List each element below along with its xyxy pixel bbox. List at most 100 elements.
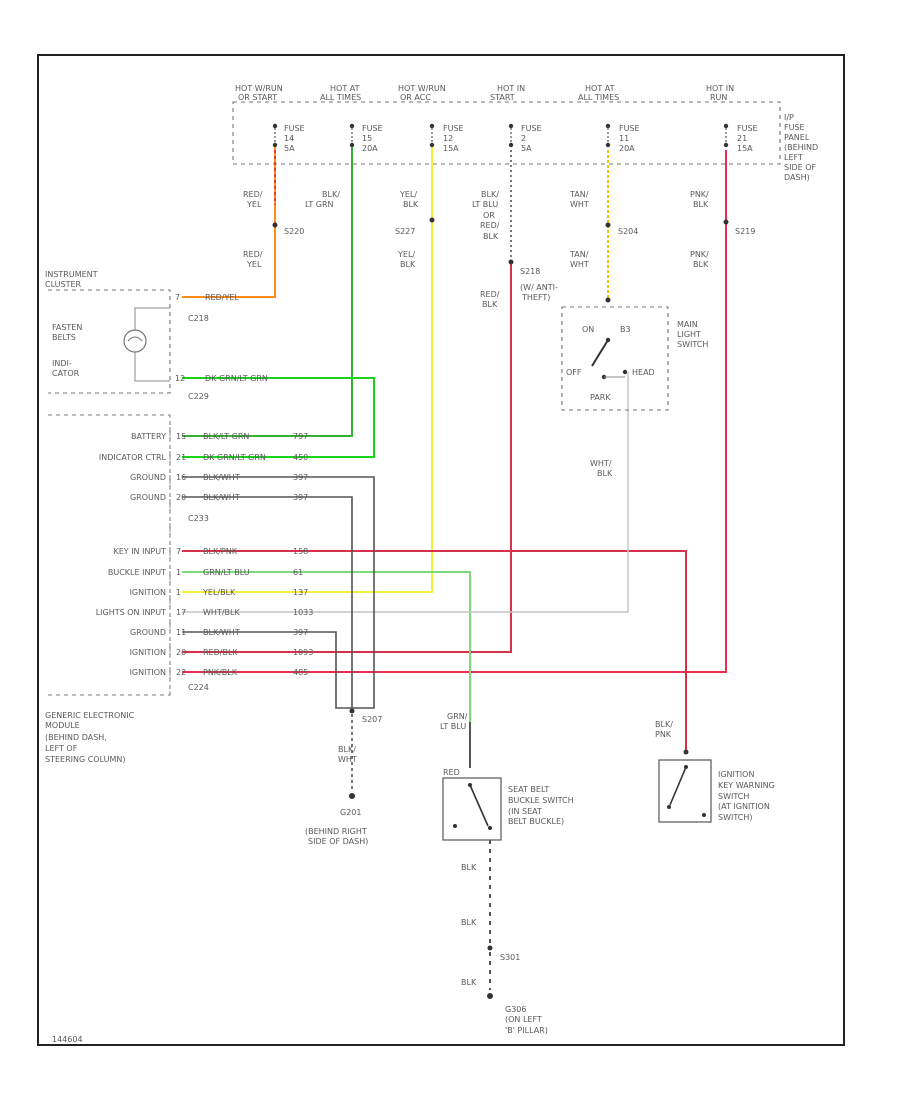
source-label-6a: HOT IN (706, 84, 734, 93)
buckle-switch-blade-icon (469, 784, 489, 827)
source-label-5b: ALL TIMES (578, 93, 619, 102)
wire-pnk-blk (182, 150, 727, 673)
svg-text:IGNITION: IGNITION (718, 770, 754, 779)
svg-text:PARK: PARK (590, 393, 611, 402)
svg-text:B3: B3 (620, 325, 631, 334)
svg-text:BLK/: BLK/ (481, 190, 499, 199)
svg-text:20A: 20A (362, 144, 378, 153)
fuse-panel-note: I/P FUSE PANEL (BEHIND LEFT SIDE OF DASH… (784, 113, 818, 182)
svg-text:WHT: WHT (338, 755, 357, 764)
gem-row-label: GROUND (130, 628, 166, 637)
svg-text:FUSE: FUSE (284, 124, 305, 133)
gem-row-pin: 7 (176, 547, 181, 556)
gem-notes: GENERIC ELECTRONIC MODULE (BEHIND DASH, … (45, 711, 135, 764)
svg-text:(AT IGNITION: (AT IGNITION (718, 802, 770, 811)
svg-text:(IN SEAT: (IN SEAT (508, 807, 542, 816)
splice-s301 (487, 945, 493, 951)
gem-row-label: INDICATOR CTRL (99, 453, 167, 462)
ignition-key-warning-switch: BLK/ PNK IGNITION KEY WARNING SWITCH (AT… (655, 720, 775, 823)
svg-text:STEERING COLUMN): STEERING COLUMN) (45, 755, 126, 764)
gem-row-pin: 11 (176, 628, 186, 637)
gem-row-circuit: 61 (293, 568, 303, 577)
svg-text:RED/: RED/ (480, 290, 500, 299)
gem-row-pin: 1 (176, 588, 181, 597)
wire-blk-lt-grn (182, 147, 353, 437)
svg-text:BUCKLE SWITCH: BUCKLE SWITCH (508, 796, 574, 805)
svg-text:OR: OR (483, 211, 495, 220)
main-light-switch: MAIN LIGHT SWITCH ON B3 OFF HEAD PARK WH… (561, 306, 708, 478)
diagram-code: 144604 (52, 1035, 83, 1044)
svg-text:ON: ON (582, 325, 594, 334)
gem-row-circuit: 397 (293, 493, 308, 502)
source-label-3a: HOT W/RUN (398, 84, 446, 93)
svg-text:WHT/: WHT/ (590, 459, 612, 468)
svg-text:CLUSTER: CLUSTER (45, 280, 82, 289)
svg-text:GRN/: GRN/ (447, 712, 468, 721)
svg-text:BLK: BLK (403, 200, 419, 209)
svg-text:(ON LEFT: (ON LEFT (505, 1015, 542, 1024)
svg-text:S218: S218 (520, 267, 540, 276)
svg-text:MODULE: MODULE (45, 721, 80, 730)
gem-row-label: IGNITION (130, 588, 166, 597)
gem-row-label: GROUND (130, 473, 166, 482)
svg-text:2: 2 (521, 134, 526, 143)
svg-text:WHT: WHT (570, 200, 589, 209)
svg-text:BLK/: BLK/ (322, 190, 340, 199)
svg-text:(BEHIND: (BEHIND (784, 143, 818, 152)
svg-text:KEY WARNING: KEY WARNING (718, 781, 775, 790)
gem-row-circuit: 137 (293, 588, 308, 597)
svg-text:BLK: BLK (597, 469, 613, 478)
source-label-6b: RUN (710, 93, 727, 102)
svg-text:SWITCH): SWITCH) (718, 813, 753, 822)
svg-text:7: 7 (175, 293, 180, 302)
gem-row-circuit: 397 (293, 628, 308, 637)
instrument-cluster: INSTRUMENT CLUSTER FASTEN BELTS INDI- CA… (45, 270, 268, 401)
source-label-2a: HOT AT (330, 84, 360, 93)
svg-text:PNK/: PNK/ (690, 250, 709, 259)
source-label-5a: HOT AT (585, 84, 615, 93)
svg-text:C233: C233 (188, 514, 209, 523)
svg-text:BELT BUCKLE): BELT BUCKLE) (508, 817, 564, 826)
ground-g201-labels: S207 BLK/ WHT G201 (BEHIND RIGHT SIDE OF… (305, 715, 382, 846)
svg-text:FUSE: FUSE (521, 124, 542, 133)
svg-text:S207: S207 (362, 715, 382, 724)
gem-row-pin: 20 (176, 648, 186, 657)
svg-text:OFF: OFF (566, 368, 582, 377)
svg-text:LEFT: LEFT (784, 153, 803, 162)
wire-yel-blk (182, 147, 433, 593)
svg-text:12: 12 (175, 374, 185, 383)
svg-text:CATOR: CATOR (52, 369, 80, 378)
svg-text:20A: 20A (619, 144, 635, 153)
gem-row-wire: DK GRN/LT GRN (203, 453, 266, 462)
ground-g201 (349, 793, 355, 799)
svg-text:G201: G201 (340, 808, 361, 817)
svg-text:YEL/: YEL/ (399, 190, 417, 199)
source-label-1a: HOT W/RUN (235, 84, 283, 93)
generic-electronic-module: C233 C224 GENERIC ELECTRONIC MODULE (BEH… (45, 414, 209, 764)
svg-text:TAN/: TAN/ (569, 190, 589, 199)
svg-text:BLK: BLK (483, 232, 499, 241)
gem-row-label: BATTERY (131, 432, 166, 441)
fuse-panel-box (232, 101, 781, 165)
svg-text:S301: S301 (500, 953, 520, 962)
svg-text:FUSE: FUSE (443, 124, 464, 133)
gem-row-wire: WHT/BLK (203, 608, 240, 617)
svg-text:TAN/: TAN/ (569, 250, 589, 259)
source-label-1b: OR START (238, 93, 277, 102)
svg-text:YEL: YEL (246, 260, 262, 269)
svg-text:BLK: BLK (400, 260, 416, 269)
fasten-belts-lamp-icon (123, 329, 147, 353)
gem-row-wire: BLK/WHT (203, 473, 240, 482)
gem-row-wire: BLK/LT GRN (203, 432, 249, 441)
svg-text:BLK/: BLK/ (655, 720, 673, 729)
svg-text:LT GRN: LT GRN (305, 200, 334, 209)
source-labels: HOT W/RUN OR START HOT AT ALL TIMES HOT … (235, 84, 734, 102)
svg-text:G306: G306 (505, 1005, 526, 1014)
gem-row-pin: 15 (176, 432, 186, 441)
svg-text:(BEHIND RIGHT: (BEHIND RIGHT (305, 827, 367, 836)
gem-row-wire: BLK/PNK (203, 547, 238, 556)
svg-text:BLK/: BLK/ (338, 745, 356, 754)
svg-text:RED/: RED/ (480, 221, 500, 230)
